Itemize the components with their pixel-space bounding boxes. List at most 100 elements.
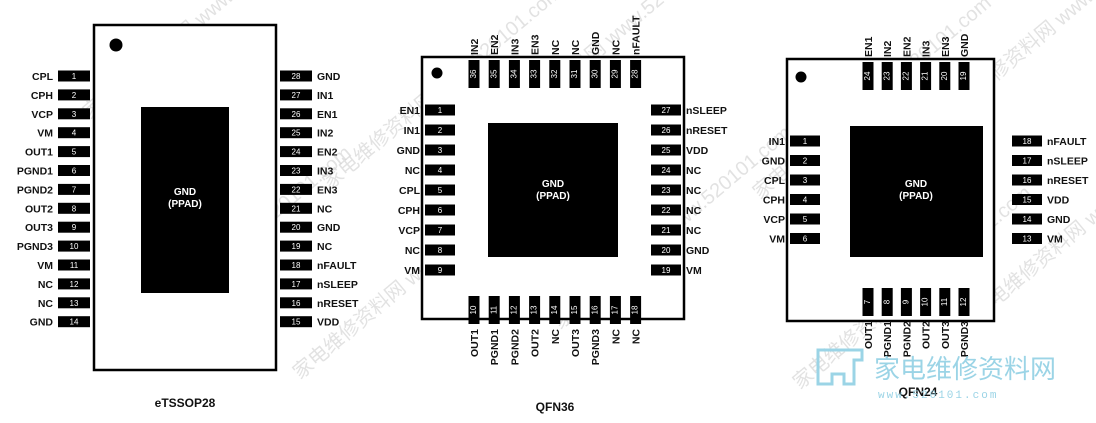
pin-label: PGND3 (959, 321, 971, 357)
pin-number: 13 (1023, 235, 1032, 244)
pin-number: 26 (662, 126, 671, 135)
pin-box (280, 70, 312, 82)
pin-1: 1 CPL (32, 70, 90, 83)
pin-number: 1 (438, 106, 443, 115)
pin-box (468, 60, 480, 88)
pin-box (280, 202, 312, 214)
pin-label: OUT1 (863, 321, 875, 349)
pin-box (280, 278, 312, 290)
pin-number: 15 (292, 318, 301, 327)
pin-number: 11 (489, 305, 498, 314)
pin-number: 36 (469, 69, 478, 78)
pin-box (939, 288, 951, 316)
pin-box (488, 296, 500, 324)
pin-box (589, 60, 601, 88)
pin-box (488, 60, 500, 88)
pin-number: 9 (438, 266, 443, 275)
pin-number: 16 (292, 299, 301, 308)
pin-label: NC (550, 329, 562, 345)
pin-label: VCP (763, 214, 785, 226)
pin-label: PGND1 (17, 166, 53, 178)
pin-box (1012, 135, 1042, 147)
pin-box (425, 244, 455, 256)
pin-number: 6 (438, 206, 443, 215)
pin-label: VM (37, 128, 53, 140)
pin-number: 28 (292, 72, 301, 81)
logo-url: www.520101.com (878, 390, 998, 402)
pin-number: 29 (611, 69, 620, 78)
pin-number: 7 (438, 226, 443, 235)
pin-number: 5 (72, 148, 77, 157)
thermal-pad-label: GND (174, 187, 196, 198)
pin-label: NC (686, 165, 702, 177)
pin-box (425, 144, 455, 156)
pin-label: OUT3 (25, 222, 53, 234)
pin-label: IN1 (769, 136, 786, 148)
pin-box (651, 244, 681, 256)
pin-label: OUT1 (25, 147, 53, 159)
pin-number: 4 (803, 196, 808, 205)
pin-number: 22 (292, 185, 301, 194)
pin-number: 9 (72, 223, 77, 232)
pin-label: GND (1047, 214, 1071, 226)
pin-box (958, 288, 970, 316)
logo-text: 家电维修资料网 (874, 355, 1056, 385)
pin-box (58, 108, 90, 120)
pin-box (280, 221, 312, 233)
pin-number: 14 (70, 318, 79, 327)
pin-label: nSLEEP (686, 105, 727, 117)
pin-box (569, 296, 581, 324)
pin-box (280, 89, 312, 101)
pin-box (630, 296, 642, 324)
pin-number: 16 (1023, 176, 1032, 185)
pin-box (790, 194, 820, 205)
thermal-pad-sublabel: (PPAD) (168, 199, 202, 210)
pin-box (1012, 213, 1042, 225)
pin-box (58, 165, 90, 176)
pin-number: 35 (489, 69, 498, 78)
pin-box (1012, 155, 1042, 166)
pin-label: VCP (31, 109, 53, 121)
pin-box (58, 127, 90, 139)
pin-box (425, 164, 455, 176)
pin-number: 22 (662, 206, 671, 215)
pin-label: PGND2 (17, 184, 53, 196)
pin-4: 4VM (37, 127, 90, 140)
pin-number: 8 (882, 299, 891, 304)
pin-label: NC (317, 241, 333, 253)
pin-label: CPH (31, 90, 53, 102)
pin-box (651, 264, 681, 276)
pin-number: 2 (438, 126, 443, 135)
pin-label: GND (30, 317, 54, 329)
pin-box (280, 316, 312, 328)
pin-label: VCP (398, 225, 420, 237)
pin-label: NC (631, 329, 643, 345)
pin-label: CPL (399, 185, 421, 197)
pin-box (280, 183, 312, 195)
pin-box (939, 62, 951, 90)
pin-number: 1 (72, 72, 77, 81)
pin-label: NC (610, 329, 622, 345)
pin-label: IN2 (317, 128, 334, 140)
pin-label: CPL (32, 71, 54, 83)
